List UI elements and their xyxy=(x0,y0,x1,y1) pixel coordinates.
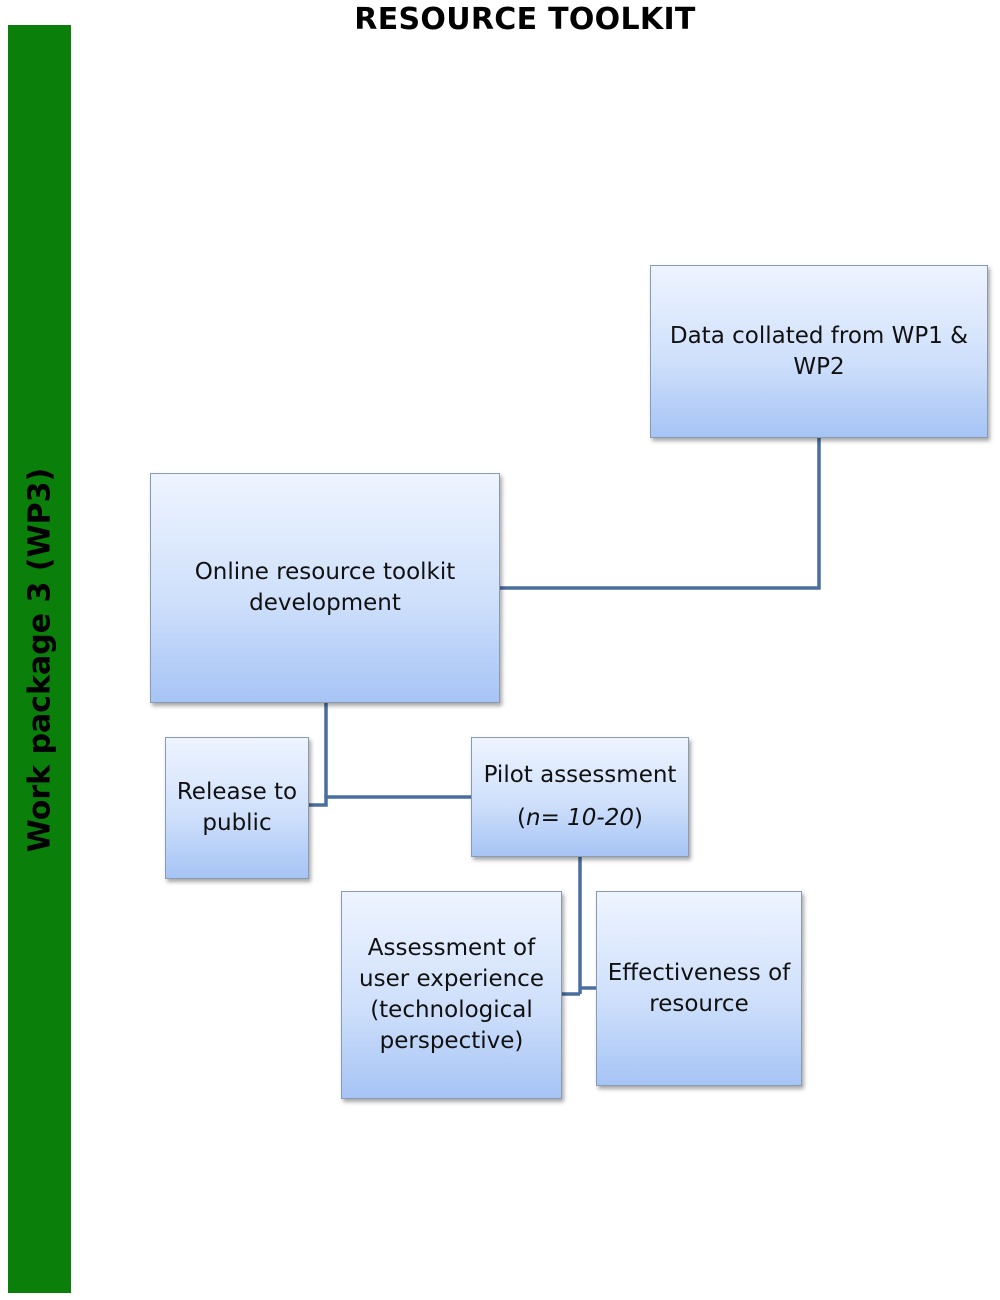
online-toolkit-box: Online resource toolkit development xyxy=(150,473,500,703)
online-toolkit-line1: Online resource toolkit xyxy=(194,559,456,585)
user-experience-line2: user experience xyxy=(359,966,544,992)
pilot-sample-size: (n= 10-20) xyxy=(517,803,643,834)
diagram-title: RESOURCE TOOLKIT xyxy=(354,2,696,37)
pilot-open-paren: ( xyxy=(517,805,526,831)
release-box: Release to public xyxy=(165,737,309,879)
effectiveness-box: Effectiveness of resource xyxy=(596,891,802,1086)
connector-release-branch xyxy=(309,795,471,807)
online-toolkit-line2: development xyxy=(249,590,401,616)
user-experience-box: Assessment of user experience (technolog… xyxy=(341,891,562,1099)
pilot-close-paren: ) xyxy=(634,805,643,831)
pilot-line1: Pilot assessment xyxy=(483,762,677,788)
user-experience-line4: perspective) xyxy=(379,1028,524,1054)
user-experience-line3: (technological xyxy=(370,997,533,1023)
effectiveness-line1: Effectiveness of xyxy=(607,959,791,986)
work-package-sidebar xyxy=(8,25,71,1293)
data-collated-line2: WP2 xyxy=(793,353,845,380)
connector-data-to-online xyxy=(500,438,821,590)
release-line2: public xyxy=(202,810,272,836)
pilot-n-label: n= 10-20 xyxy=(526,805,634,831)
user-experience-line1: Assessment of xyxy=(367,935,536,961)
data-collated-line1: Data collated from WP1 & xyxy=(669,322,969,349)
release-line1: Release to xyxy=(176,779,298,805)
effectiveness-line2: resource xyxy=(649,990,749,1017)
data-collated-box: Data collated from WP1 & WP2 xyxy=(650,265,988,438)
pilot-assessment-box: Pilot assessment (n= 10-20) xyxy=(471,737,689,857)
